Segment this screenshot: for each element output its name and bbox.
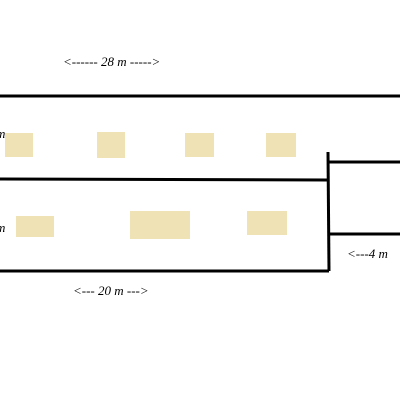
lower-box-1 bbox=[16, 216, 54, 237]
upper-row-boxes bbox=[5, 132, 296, 158]
right-dimension-label: <---4 m bbox=[347, 246, 388, 261]
inner-vertical-wall bbox=[326, 151, 331, 272]
outline bbox=[0, 94, 400, 273]
bottom-dimension-label: <--- 20 m ---> bbox=[73, 283, 149, 298]
upper-box-2 bbox=[97, 132, 125, 158]
upper-box-3 bbox=[185, 133, 214, 157]
lower-box-3 bbox=[247, 211, 287, 235]
upper-box-4 bbox=[266, 133, 296, 157]
left-lower-cut-label: m bbox=[0, 221, 5, 235]
top-dimension-label: <------ 28 m -----> bbox=[63, 54, 161, 69]
lower-box-2 bbox=[130, 211, 190, 239]
middle-divider bbox=[0, 177, 329, 182]
left-upper-cut-label: m bbox=[0, 127, 5, 141]
upper-box-1 bbox=[5, 133, 33, 157]
lower-row-boxes bbox=[16, 211, 287, 239]
